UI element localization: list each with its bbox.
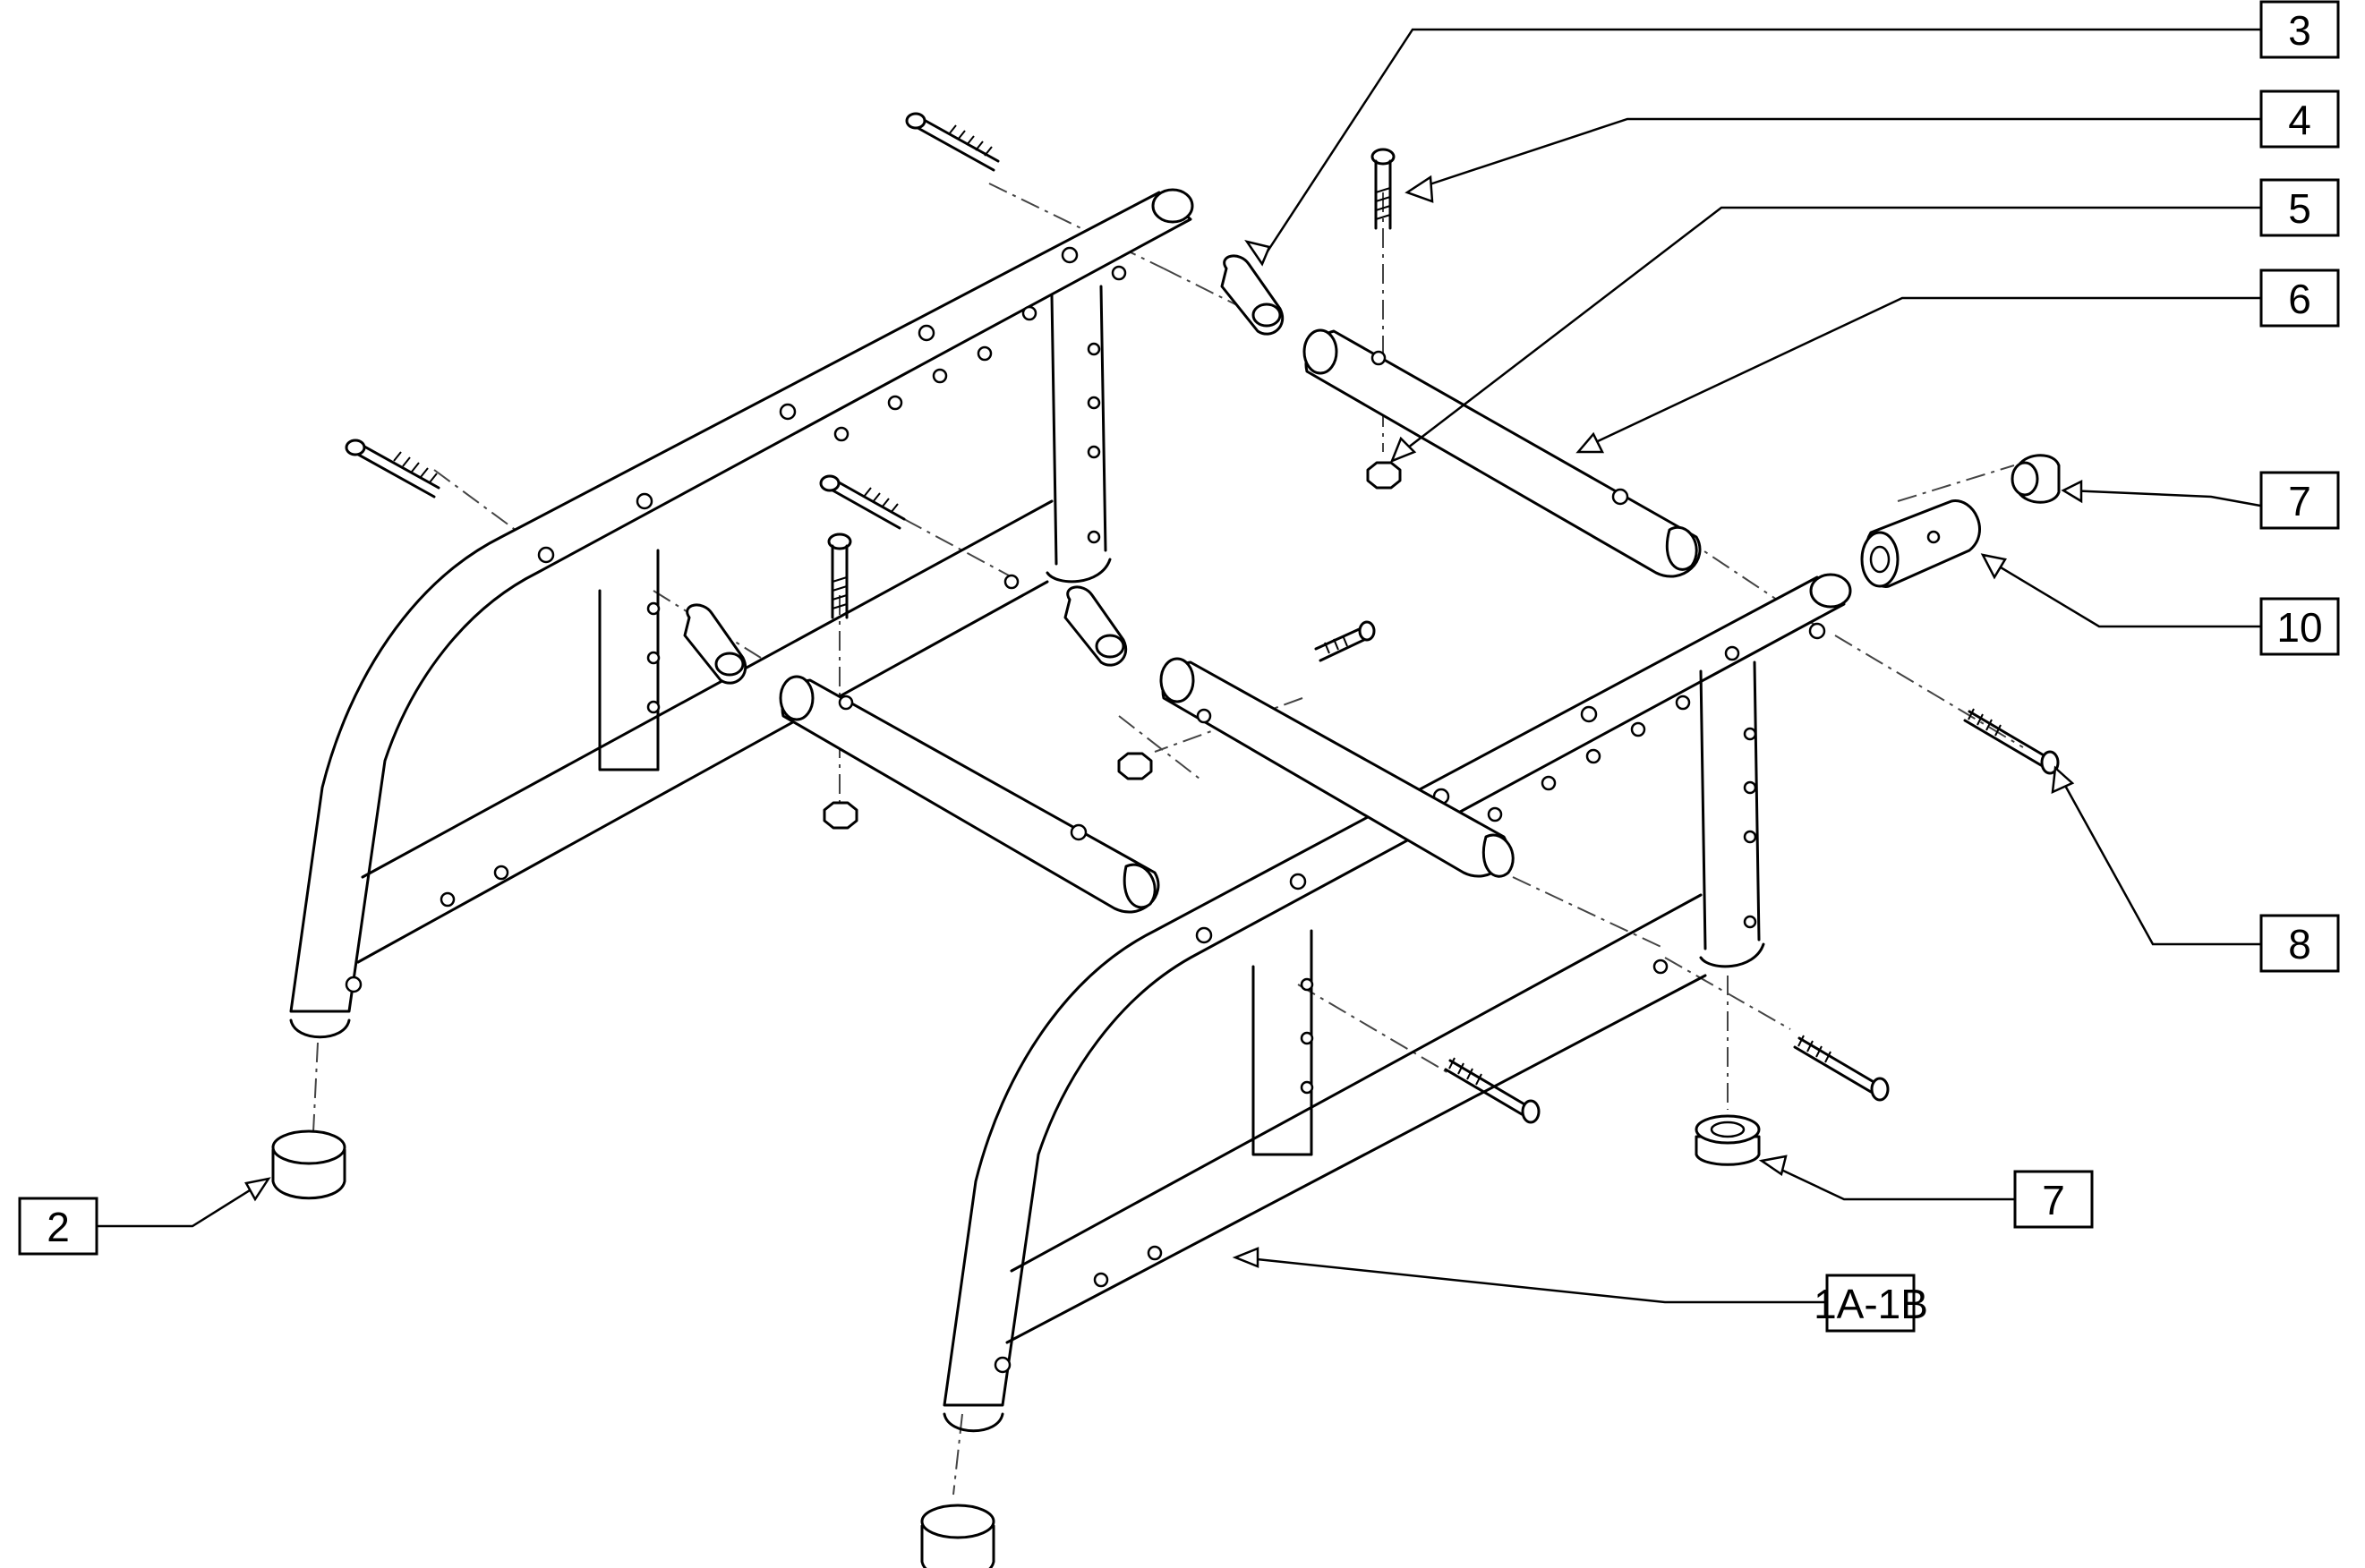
svg-text:8: 8	[2288, 921, 2311, 967]
right-side-frame	[943, 573, 1852, 1433]
callout-2: 2	[18, 1197, 98, 1256]
svg-text:2: 2	[47, 1204, 70, 1250]
callout-10: 10	[2259, 597, 2340, 656]
svg-text:7: 7	[2042, 1177, 2065, 1223]
callout-6: 6	[2259, 268, 2340, 328]
callout-3: 3	[2259, 0, 2340, 59]
glides	[271, 1129, 995, 1568]
svg-text:5: 5	[2288, 185, 2311, 232]
explode-centerlines	[312, 183, 2024, 1496]
long-bolts	[345, 112, 2060, 1124]
clamps	[683, 254, 1285, 685]
svg-text:3: 3	[2288, 7, 2311, 54]
caster-housing-and-caps	[1695, 454, 2061, 1166]
cross-tubes	[779, 328, 1702, 914]
left-side-frame	[289, 188, 1194, 1039]
svg-text:4: 4	[2288, 97, 2311, 143]
callout-4: 4	[2259, 89, 2340, 149]
callout-7-lower: 7	[2013, 1170, 2094, 1229]
callout-1a-1b: 1A-1B	[1814, 1274, 1928, 1333]
callouts: 3 4 5 6 7 10 8 7	[18, 0, 2340, 1333]
callout-7-upper: 7	[2259, 471, 2340, 530]
leader-lines	[97, 28, 2261, 1304]
callout-8: 8	[2259, 914, 2340, 973]
svg-text:7: 7	[2288, 478, 2311, 524]
svg-text:6: 6	[2288, 276, 2311, 322]
nuts	[823, 461, 1402, 830]
svg-text:1A-1B: 1A-1B	[1814, 1281, 1928, 1327]
callout-5: 5	[2259, 178, 2340, 237]
short-bolts	[827, 148, 1396, 619]
svg-text:10: 10	[2276, 604, 2322, 651]
